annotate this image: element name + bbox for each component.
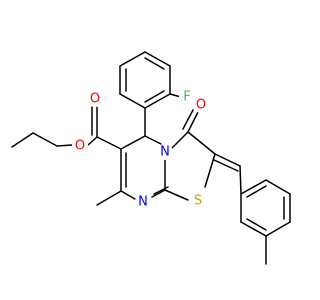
bond bbox=[239, 165, 242, 195]
bond bbox=[87, 136, 98, 146]
atom-label-s: S bbox=[194, 194, 202, 209]
bond bbox=[246, 185, 267, 198]
molecule-structure-diagram: O O F O N N bbox=[11, 51, 291, 265]
bond bbox=[119, 51, 146, 67]
bond bbox=[153, 186, 169, 195]
bond bbox=[240, 179, 267, 195]
atom-label-n: N bbox=[138, 195, 148, 210]
ring-nitrogen-atom: N bbox=[157, 144, 173, 160]
bond bbox=[170, 131, 189, 150]
ester-carbonyl-oxygen-atom: O bbox=[87, 91, 103, 107]
bond bbox=[214, 153, 241, 167]
bond bbox=[32, 132, 58, 147]
bond bbox=[120, 135, 146, 150]
bond bbox=[246, 218, 267, 231]
bond bbox=[144, 90, 165, 103]
atom-label-o: O bbox=[75, 139, 85, 154]
bond bbox=[119, 93, 146, 109]
bond-layer bbox=[11, 51, 291, 265]
bond bbox=[144, 57, 165, 70]
bond bbox=[120, 190, 136, 200]
bond bbox=[56, 144, 73, 147]
bond bbox=[11, 132, 34, 148]
ketone-oxygen-atom: O bbox=[193, 97, 209, 113]
fluorine-atom: F bbox=[179, 89, 195, 105]
bond bbox=[144, 135, 162, 145]
sulfur-atom: S bbox=[190, 193, 206, 209]
atom-label-o: O bbox=[196, 98, 206, 113]
atom-label-n: N bbox=[160, 145, 170, 160]
bond bbox=[144, 51, 171, 67]
bond bbox=[213, 159, 239, 172]
bond bbox=[204, 153, 216, 188]
bond bbox=[187, 131, 216, 155]
bond bbox=[265, 179, 291, 195]
bond bbox=[240, 221, 267, 237]
ester-ether-oxygen-atom: O bbox=[72, 138, 88, 154]
molecule-svg: O O F O N N bbox=[11, 51, 291, 265]
bond bbox=[144, 93, 171, 109]
atom-label-f: F bbox=[183, 90, 190, 105]
imine-nitrogen-atom: N bbox=[135, 194, 151, 210]
bond bbox=[164, 189, 189, 201]
bond bbox=[187, 111, 199, 133]
bond bbox=[96, 136, 122, 150]
bond bbox=[96, 190, 122, 206]
bond bbox=[182, 109, 194, 130]
atom-label-o: O bbox=[90, 92, 100, 107]
bond bbox=[151, 189, 166, 198]
bond bbox=[265, 221, 291, 237]
atom-label-layer: O O F O N N bbox=[72, 89, 209, 210]
